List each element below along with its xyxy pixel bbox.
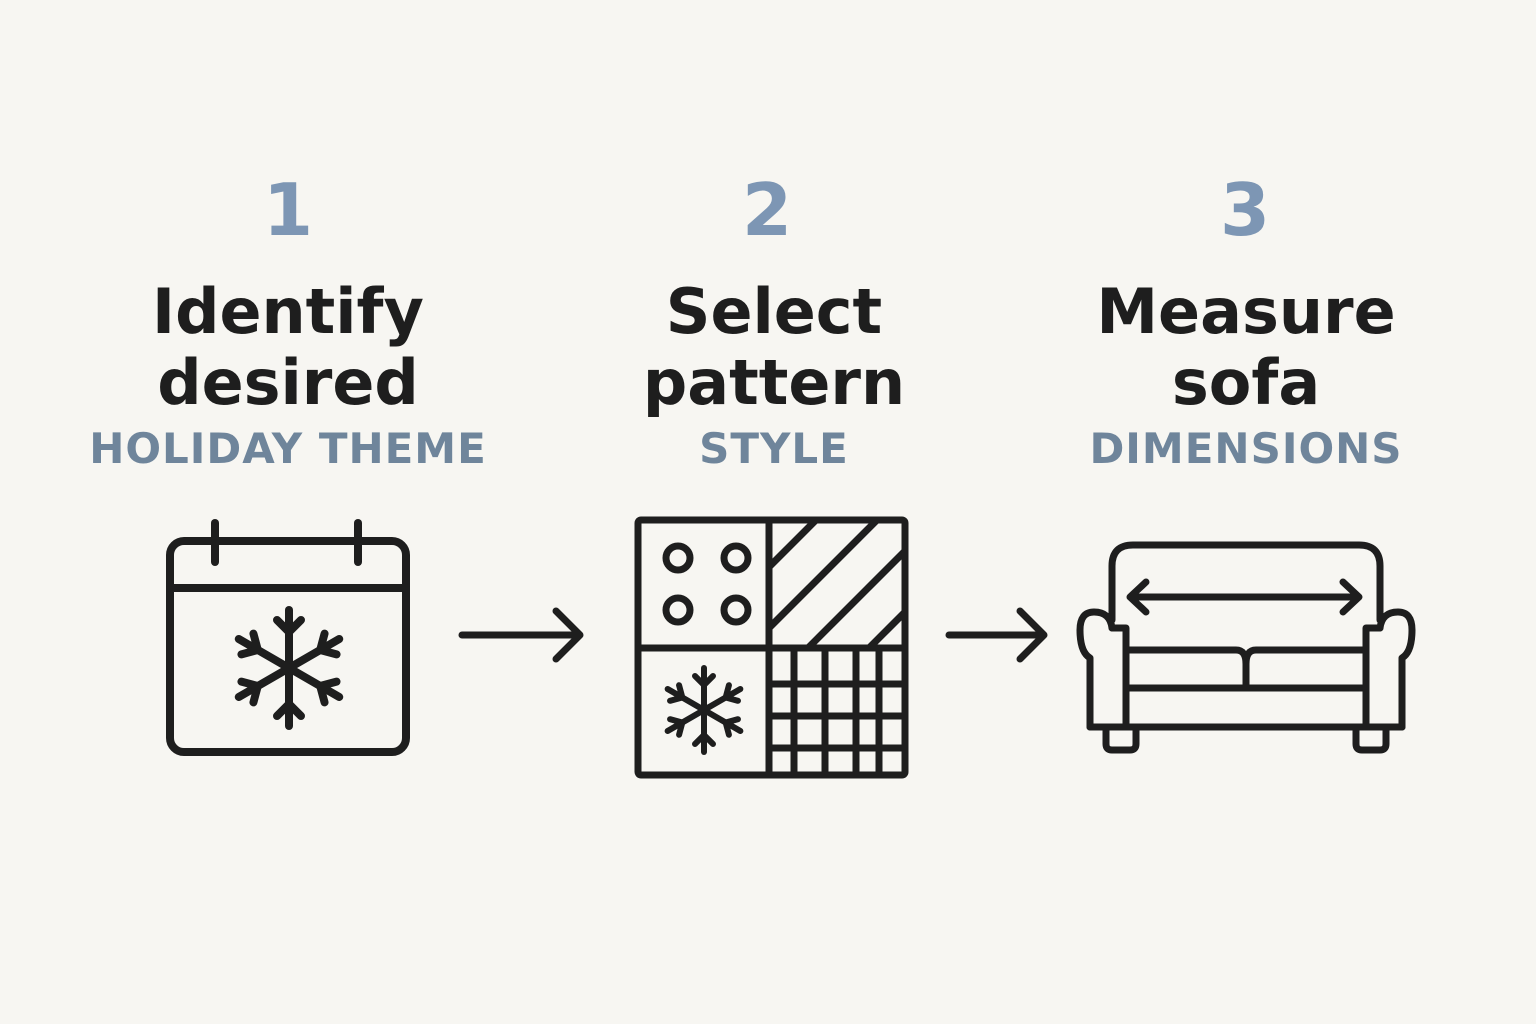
calendar-snowflake-icon [166, 519, 410, 756]
step-1-subtitle: HOLIDAY THEME [89, 424, 487, 473]
step-1-title-line1: Identify [152, 275, 424, 348]
step-3-title-line2: sofa [1171, 346, 1321, 419]
step-1-number: 1 [262, 168, 314, 252]
step-1-title: Identify desired [78, 276, 498, 418]
step-2-title: Select pattern [564, 276, 984, 418]
pattern-grid-icon [634, 516, 909, 779]
step-3-title-line1: Measure [1096, 275, 1396, 348]
sofa-measure-icon [1076, 541, 1416, 754]
step-2-subtitle: STYLE [699, 424, 849, 473]
step-3-title: Measure sofa [1036, 276, 1456, 418]
step-3-number: 3 [1219, 168, 1271, 252]
step-3-subtitle: DIMENSIONS [1089, 424, 1403, 473]
step-2-title-line2: pattern [642, 346, 906, 419]
step-1-title-line2: desired [157, 346, 419, 419]
step-2-title-line1: Select [665, 275, 883, 348]
step-2-number: 2 [741, 168, 793, 252]
arrow-right-icon [945, 607, 1048, 663]
arrow-right-icon [458, 607, 584, 663]
